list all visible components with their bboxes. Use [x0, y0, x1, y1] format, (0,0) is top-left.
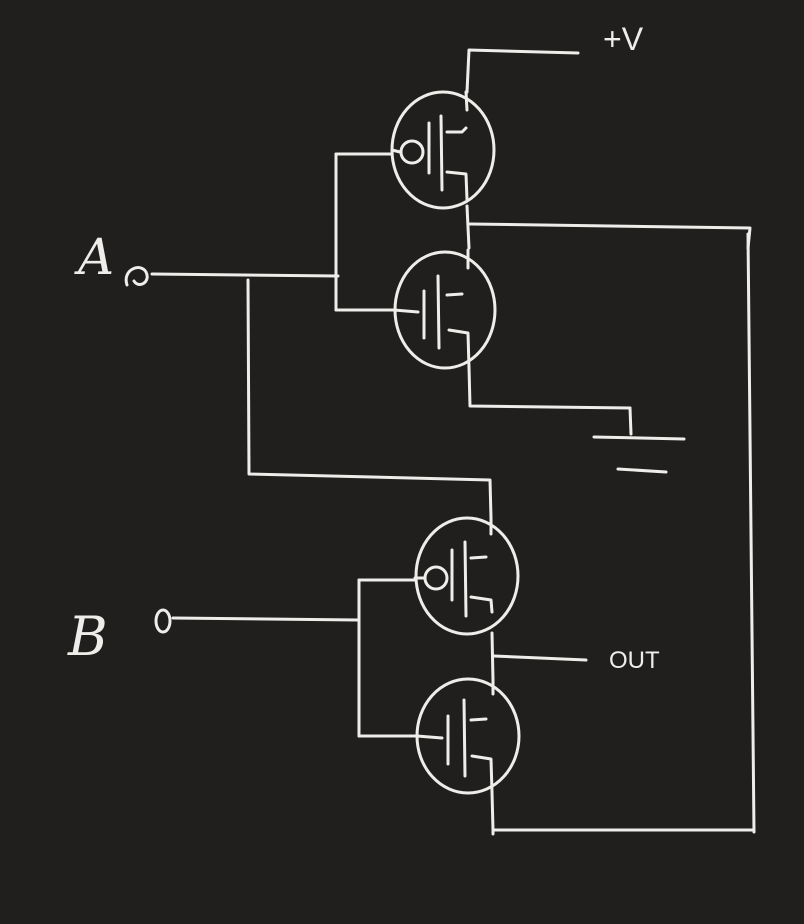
- input-terminal-b[interactable]: [154, 608, 172, 634]
- terminal-a-circle: [124, 266, 149, 287]
- transistor-q3-pmos[interactable]: [413, 516, 520, 636]
- input-b-wire: [171, 578, 419, 738]
- input-b-label: B: [67, 605, 108, 668]
- pmos-bubble-q3: [423, 565, 449, 591]
- input-a-wire: [150, 152, 493, 520]
- terminal-b-circle: [154, 608, 172, 634]
- output-label: OUT: [609, 647, 660, 674]
- ground-wire: [467, 365, 632, 410]
- feedback-wire: [465, 204, 756, 836]
- ground-symbol: [592, 406, 686, 474]
- input-a-label: A: [74, 228, 114, 286]
- supply-label: +V: [603, 21, 644, 57]
- transistor-q4-nmos[interactable]: [415, 677, 521, 795]
- output-wire: [490, 631, 588, 832]
- pmos-bubble-q1: [399, 139, 425, 165]
- transistor-q1-pmos[interactable]: [390, 90, 496, 210]
- input-terminal-a[interactable]: [124, 266, 149, 287]
- transistor-q2-nmos[interactable]: [392, 248, 497, 370]
- supply-rail: [465, 48, 580, 94]
